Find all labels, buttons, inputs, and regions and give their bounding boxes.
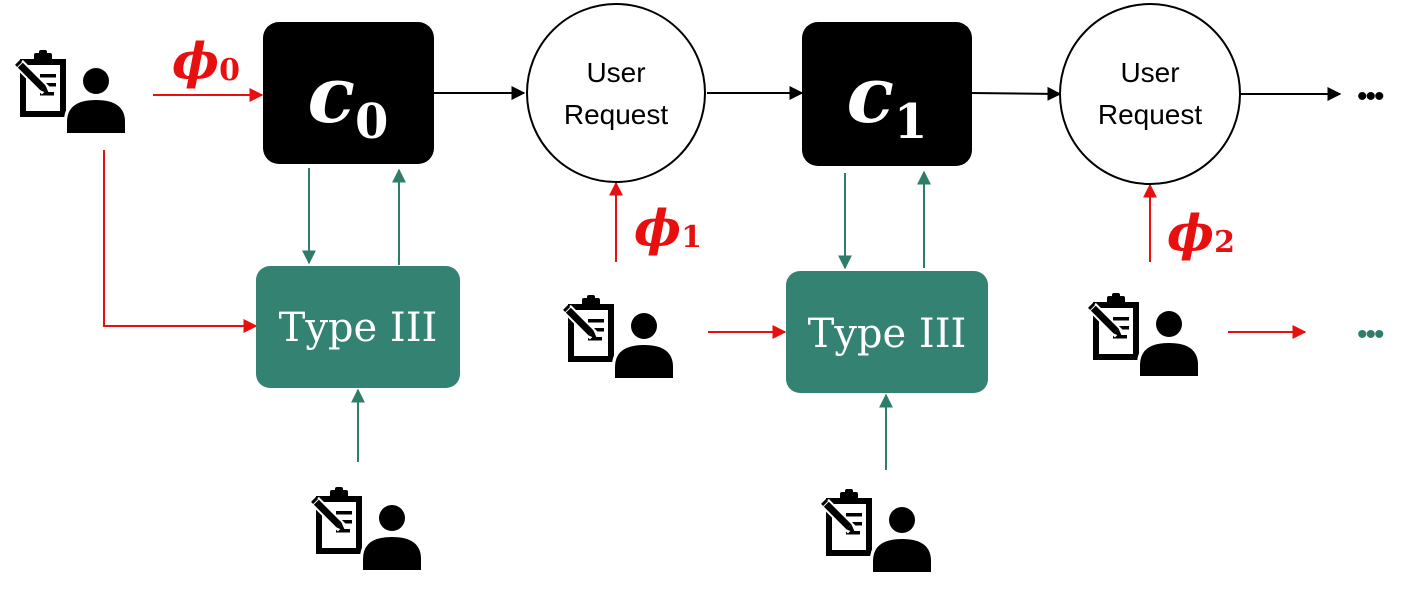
- continuation-dots-top: •••: [1357, 80, 1384, 113]
- user-with-clipboard-icon: [13, 50, 128, 133]
- c0-symbol: c: [308, 50, 356, 141]
- request1-line1: User: [1120, 57, 1179, 88]
- request0-line2: Request: [564, 99, 669, 130]
- c0-subscript: 0: [355, 94, 388, 150]
- node-user-request-1: User Request: [1059, 3, 1241, 185]
- svg-text:c0: c0: [308, 50, 389, 150]
- c1-symbol: c: [847, 50, 895, 141]
- phi0-symbol: ϕ: [172, 31, 219, 90]
- edge-c1-to-request1: [971, 86, 1062, 101]
- user-with-clipboard-icon: [1086, 293, 1201, 376]
- node-user-request-0: User Request: [526, 3, 706, 183]
- user-with-clipboard-icon: [561, 295, 676, 378]
- node-type3-0: Type III: [256, 266, 460, 388]
- c1-subscript: 1: [894, 94, 927, 150]
- edge-label-phi2: ϕ2: [1167, 203, 1235, 262]
- node-c1: c1: [802, 22, 972, 166]
- request0-line1: User: [586, 57, 645, 88]
- phi2-subscript: 2: [1214, 225, 1235, 260]
- phi2-symbol: ϕ: [1167, 203, 1214, 262]
- edge-user0-to-type3-0: [103, 150, 258, 333]
- user-with-clipboard-icon: [309, 487, 424, 570]
- edge-label-phi1: ϕ1: [634, 198, 702, 257]
- phi1-subscript: 1: [681, 220, 702, 255]
- user-with-clipboard-icon: [819, 489, 934, 572]
- svg-text:c1: c1: [847, 50, 928, 150]
- node-type3-1: Type III: [786, 271, 988, 393]
- request1-line2: Request: [1098, 99, 1203, 130]
- phi1-symbol: ϕ: [634, 198, 681, 257]
- continuation-dots-bottom: •••: [1357, 318, 1384, 351]
- type3-0-label: Type III: [279, 305, 438, 351]
- node-c0: c0: [263, 22, 434, 164]
- phi0-subscript: 0: [219, 53, 240, 88]
- edge-label-phi0: ϕ0: [172, 31, 240, 90]
- type3-1-label: Type III: [808, 311, 967, 357]
